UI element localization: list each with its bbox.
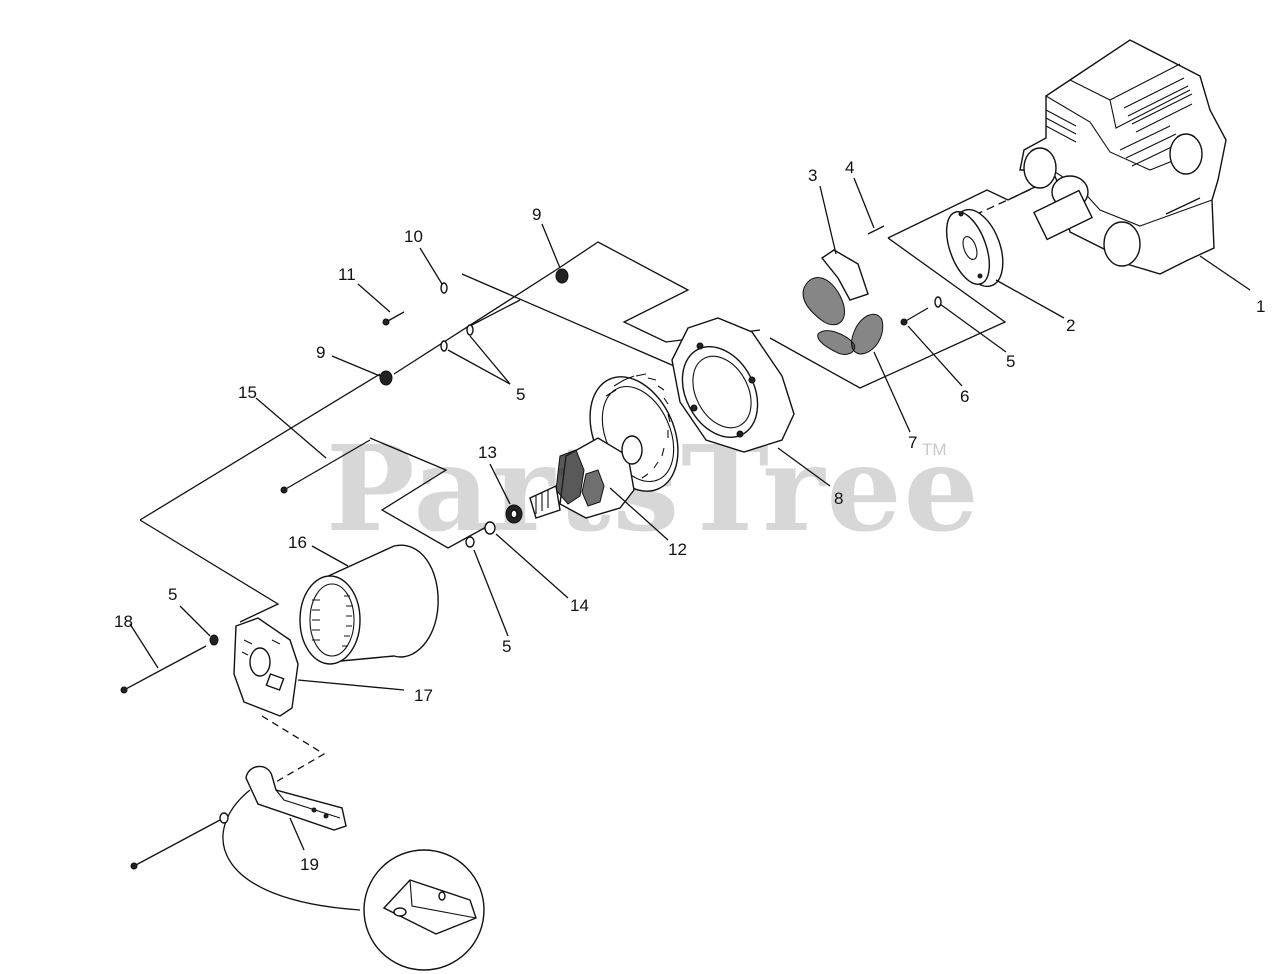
callout-19: 19 bbox=[300, 855, 319, 874]
callout-11: 11 bbox=[338, 265, 356, 284]
through-bolt-part-18 bbox=[120, 634, 219, 694]
washer-5-center bbox=[465, 536, 475, 548]
bearing-part-13 bbox=[505, 504, 523, 524]
callout-8: 8 bbox=[834, 489, 843, 508]
stator-part-16 bbox=[299, 544, 439, 665]
fasteners-upper bbox=[379, 268, 569, 386]
callout-17: 17 bbox=[414, 686, 433, 705]
callout-12: 12 bbox=[668, 540, 687, 559]
callout-3: 3 bbox=[808, 166, 817, 185]
screen-fasteners bbox=[900, 296, 942, 326]
callout-1: 1 bbox=[1256, 297, 1265, 316]
callout-16: 16 bbox=[288, 533, 307, 552]
washer-part-14 bbox=[484, 521, 496, 535]
callout-9-b: 9 bbox=[316, 343, 325, 362]
leader-lines bbox=[129, 177, 1251, 851]
watermark-trademark: TM bbox=[922, 440, 947, 459]
callout-14: 14 bbox=[570, 596, 589, 615]
callout-5-b: 5 bbox=[516, 385, 525, 404]
callout-labels: 1 2 3 4 5 6 7 8 9 10 11 9 5 15 13 12 16 … bbox=[114, 158, 1265, 874]
callout-10: 10 bbox=[404, 227, 423, 246]
callout-5-d: 5 bbox=[168, 585, 177, 604]
engine-part-1 bbox=[1019, 39, 1227, 275]
callout-18: 18 bbox=[114, 612, 133, 631]
rotor-fan-part-12 bbox=[529, 373, 679, 519]
mount-bracket-part-19 bbox=[245, 765, 347, 831]
callout-5-c: 5 bbox=[502, 637, 511, 656]
adapter-ring-part-8 bbox=[671, 317, 795, 453]
callout-15: 15 bbox=[238, 383, 257, 402]
bracket-bolt bbox=[130, 812, 229, 870]
callout-13: 13 bbox=[478, 443, 497, 462]
detail-magnifier bbox=[363, 849, 485, 971]
callout-4: 4 bbox=[845, 158, 854, 177]
flange-plate-part-2 bbox=[945, 208, 1004, 288]
assembly-guide-lines bbox=[139, 181, 1046, 911]
callout-5-a: 5 bbox=[1006, 352, 1015, 371]
through-bolt-part-15 bbox=[280, 439, 371, 494]
callout-9-a: 9 bbox=[532, 205, 541, 224]
air-screens-parts-3-7 bbox=[802, 225, 885, 355]
callout-2: 2 bbox=[1066, 316, 1075, 335]
end-bell-part-17 bbox=[233, 617, 299, 717]
callout-6: 6 bbox=[960, 387, 969, 406]
callout-7: 7 bbox=[908, 433, 917, 452]
